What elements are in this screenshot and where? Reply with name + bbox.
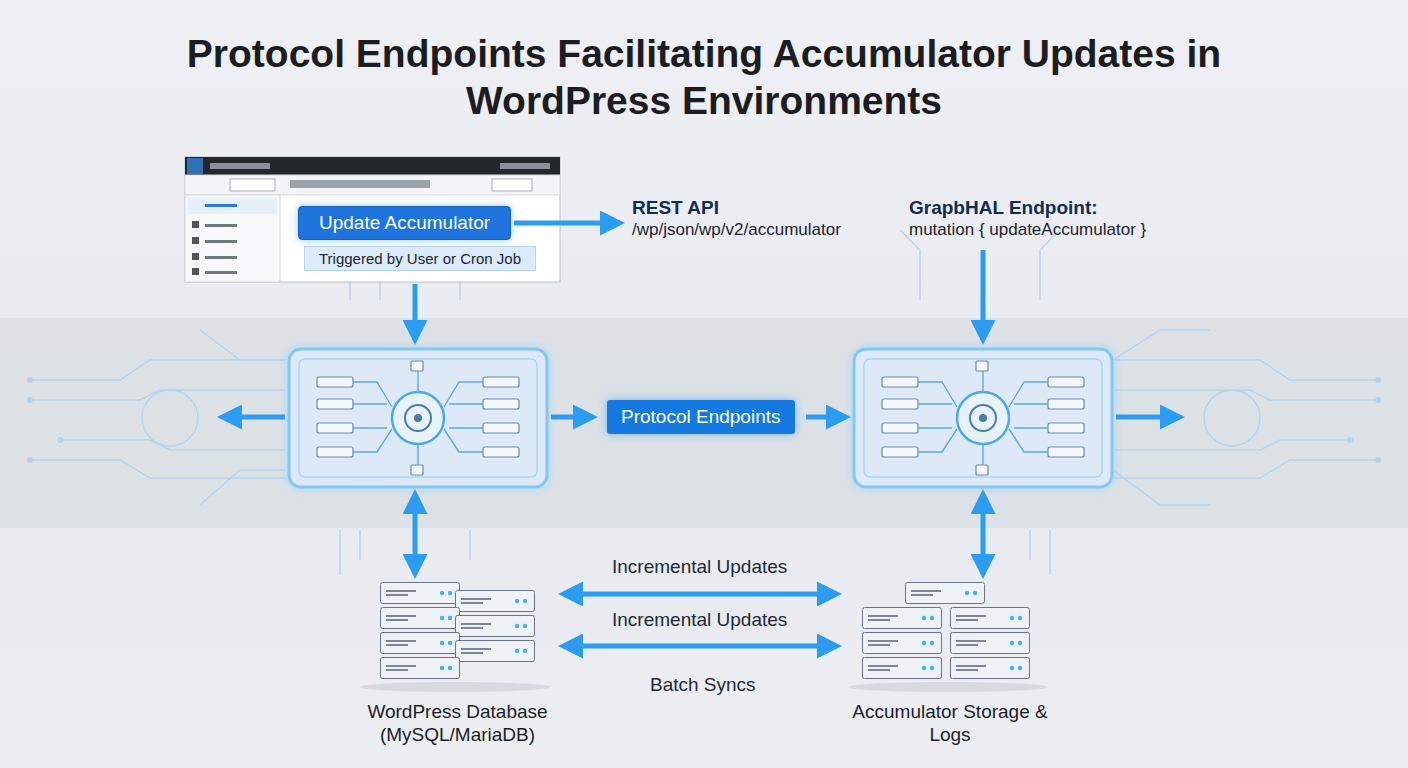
node-heading: Protocol Endpoints [621,406,781,428]
node-heading: REST API [632,196,841,219]
rest-endpoint: REST API/wp/json/wp/v2/accumulator [628,194,845,243]
trigger-note: Triggered by User or Cron Job [304,246,536,271]
node-body: mutation { updateAccumulator } [909,219,1146,241]
node-heading: Accumulator Storage & Logs [845,700,1055,746]
node-heading: Triggered by User or Cron Job [319,250,521,267]
graphql-endpoint: GrapbHAL Endpoint:mutation { updateAccum… [905,194,1150,243]
button: Update Accumulator [298,206,511,240]
storage-node: Accumulator Storage & Logs [845,578,1055,746]
edge-label: Incremental Updates [608,609,791,631]
node-body: /wp/json/wp/v2/accumulator [632,219,841,241]
server-stack-right [848,583,1048,693]
node-heading: Update Accumulator [319,212,490,234]
title: Protocol Endpoints Facilitating Accumula… [104,30,1304,124]
node-heading: GrapbHAL Endpoint: [909,196,1146,219]
connector [563,644,837,649]
protocol-box: Protocol Endpoints [607,400,795,434]
admin-window [185,157,560,282]
database-node: WordPress Database (MySQL/MariaDB) [360,578,555,746]
connector [563,592,837,597]
flow-label: Batch Syncs [650,674,756,696]
edge-label: Incremental Updates [608,556,791,578]
connector [514,221,620,226]
node-heading: WordPress Database (MySQL/MariaDB) [360,700,555,746]
server-stack-left [360,583,550,693]
